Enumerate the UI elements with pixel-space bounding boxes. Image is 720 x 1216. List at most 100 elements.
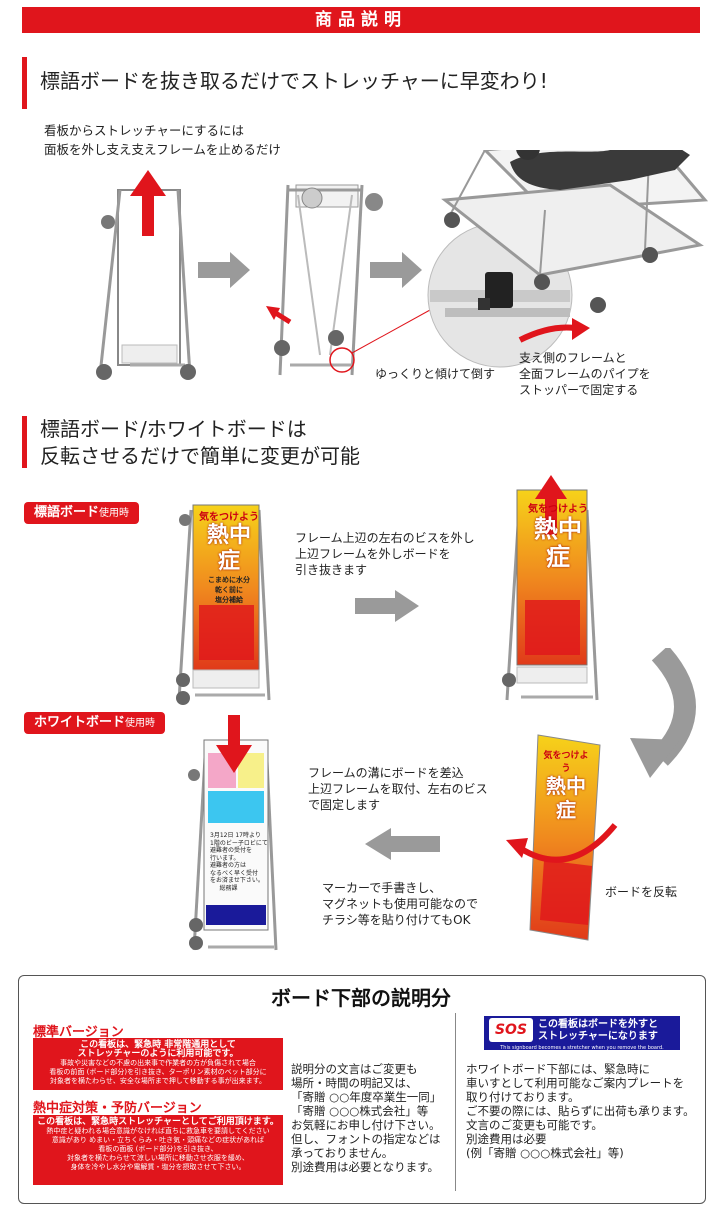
section-banner: 商品説明 (22, 7, 700, 33)
white-board-label: ホワイトボード使用時 (24, 712, 166, 734)
tilt-arrow-icon (266, 306, 292, 325)
note-line: 看板からストレッチャーにするには (44, 123, 245, 138)
gray-arrow-icon (198, 252, 250, 288)
handwriting-line: 総務課 (210, 884, 238, 892)
right-text-line: ホワイトボード下部には、緊急時に (466, 1062, 650, 1076)
tilt-caption: ゆっくりと傾けて倒す (375, 367, 496, 381)
slogan-board-removal (502, 475, 599, 701)
step2-line: フレームの溝にボードを差込 (308, 766, 464, 780)
standard-plate-body: 看板の前面 (ボード部分)を引き抜き、ターポリン素材のベット部分に (49, 1068, 267, 1076)
flipping-board (506, 734, 618, 941)
handwriting-line: 3月12日 17時より (210, 832, 261, 839)
marker-note: マーカーで手書きし、 マグネットも使用可能なので チラシ等を貼り付けてもOK (322, 880, 478, 928)
handwriting-line: 1階のビー子ロビにて (210, 839, 268, 847)
stretcher-conversion-illustration (96, 150, 709, 380)
poster-side-line: 塩分補給 (215, 596, 243, 604)
gray-arrow-icon (370, 252, 422, 288)
down-arrow-icon (216, 715, 252, 773)
standard-plate-body: 対象者を横たわらせ、安全な場所まで押して移動する事が出来ます。 (50, 1077, 266, 1085)
white-board-stand (188, 715, 278, 951)
standard-plate-title: ストレッチャーのように利用可能です。 (77, 1049, 239, 1059)
section2-heading-line: 標語ボード/ホワイトボードは (40, 417, 307, 441)
heading-accent-bar (22, 416, 27, 468)
slogan-board-label: 標語ボード使用時 (24, 502, 140, 524)
heat-plate-body: 看板の面板 (ボード部分)を引き抜き、 (98, 1145, 218, 1153)
standard-plate-body: 事故や災害などの不慮の出来事で作業者の方が負傷されて場合 (60, 1059, 256, 1067)
heading-accent-bar (22, 57, 27, 109)
handwriting-line: 避難者の方は (210, 862, 247, 869)
board-section-title: ボード下部の説明分 (271, 986, 451, 1010)
white-board-label-suffix: 使用時 (125, 718, 156, 729)
marker-line: チラシ等を貼り付けてもOK (322, 913, 471, 927)
step1-line: フレーム上辺の左右のビスを外し (295, 531, 475, 545)
rotate-arrow-icon (630, 648, 696, 778)
curved-arrow-icon (518, 318, 590, 343)
frame-caption-line: 全面フレームのパイプを (519, 367, 651, 381)
heat-plate: この看板は、緊急時ストレッチャーとしてご利用頂けます。 熱中症と疑われる場合意識… (33, 1115, 283, 1185)
right-text-line: 文言のご変更も可能です。 (466, 1118, 603, 1132)
marker-line: マグネットも使用可能なので (322, 897, 479, 911)
poster-side-line: こまめに水分 (208, 576, 250, 584)
poster-text-left: 気をつけよう 熱中症 こまめに水分 乾く前に 塩分補給 (199, 508, 259, 605)
frame-caption-line: 支え側のフレームと (519, 351, 627, 365)
stretcher-with-mannequin (441, 150, 709, 313)
heat-plate-body: 意識があり めまい・立ちくらみ・吐き気・頭痛などの症状があれば (51, 1136, 265, 1144)
poster-text-flip: 気をつけよう 熱中症 (541, 748, 591, 822)
heat-plate-title: この看板は、緊急時ストレッチャーとしてご利用頂けます。 (37, 1117, 279, 1127)
middle-explanation: 説明分の文言はご変更も 場所・時間の明記又は、 「寄贈 ○○年度卒業生一同」 「… (291, 1062, 441, 1174)
middle-text-line: 但し、フォントの指定などは (291, 1132, 441, 1146)
sos-logo: SOS (489, 1018, 533, 1042)
middle-text-line: 「寄贈 ○○○株式会社」等 (291, 1104, 429, 1118)
right-explanation: ホワイトボード下部には、緊急時に 車いすとして利用可能なご案内プレートを 取り付… (466, 1062, 695, 1160)
white-badge-sub: This signboard becomes a stretcher when … (500, 1045, 664, 1051)
step2-instructions: フレームの溝にボードを差込 上辺フレームを取付、左右のビス で固定します (308, 765, 488, 813)
handwriting-line: をお済ませ下さい。 (210, 877, 264, 884)
flip-arrow-icon (506, 823, 618, 863)
vertical-divider (455, 1013, 456, 1191)
right-text-line: ご不要の際には、貼らずに出荷も承ります。 (466, 1104, 695, 1118)
white-badge-line: この看板はボードを外すと (538, 1019, 658, 1030)
right-text-line: 取り付けております。 (466, 1090, 580, 1104)
poster-side-line: 乾く前に (215, 586, 243, 594)
middle-text-line: 別途費用は必要となります。 (291, 1160, 440, 1174)
up-arrow-icon (130, 170, 166, 236)
standard-version-label: 標準バージョン (33, 1025, 124, 1040)
poster-main-text: 熱中症 (206, 523, 251, 574)
right-text-line: (例「寄贈 ○○○株式会社」等) (466, 1146, 624, 1160)
middle-text-line: 説明分の文言はご変更も (291, 1062, 418, 1076)
handwriting-line: 避難者の受付を (210, 847, 253, 854)
middle-text-line: 「寄贈 ○○年度卒業生一同」 (291, 1090, 442, 1104)
heat-plate-body: 身体を冷やし水分や電解質・塩分を摂取させて下さい。 (70, 1163, 246, 1171)
slogan-board-stand (176, 504, 271, 705)
section2-heading: 標語ボード/ホワイトボードは 反転させるだけで簡単に変更が可能 (40, 416, 360, 470)
standard-plate: この看板は、緊急時 非常階通用として ストレッチャーのように利用可能です。 事故… (33, 1038, 283, 1090)
sign-frame-back (274, 184, 383, 376)
right-text-line: 車いすとして利用可能なご案内プレートを (466, 1076, 685, 1090)
up-arrow-icon (535, 475, 567, 535)
middle-text-line: 承っておりません。 (291, 1146, 394, 1160)
step1-line: 上辺フレームを外しボードを (295, 547, 451, 561)
section1-heading: 標語ボードを抜き取るだけでストレッチャーに早変わり! (40, 69, 548, 93)
frame-caption-line: ストッパーで固定する (519, 383, 639, 397)
handwriting-line: 行います。 (210, 854, 240, 862)
heat-plate-body: 対象者を横たわらせて涼しい場所に移動させ衣服を緩め、 (67, 1154, 249, 1162)
note-line: 面板を外し支え支えフレームを止めるだけ (44, 142, 281, 157)
standard-plate-title: この看板は、緊急時 非常階通用として (80, 1040, 236, 1050)
heat-plate-body: 熱中症と疑われる場合意識がなければ直ちに救急車を要請してください (46, 1127, 270, 1135)
step2-line: 上辺フレームを取付、左右のビス (308, 782, 488, 796)
step1-line: 引き抜きます (295, 563, 368, 577)
poster-top-text: 気をつけよう (199, 512, 259, 523)
right-text-line: 別途費用は必要 (466, 1132, 547, 1146)
marker-line: マーカーで手書きし、 (322, 881, 442, 895)
whiteboard-handwriting: 3月12日 17時より 1階のビー子ロビにて 避難者の受付を 行います。 避難者… (210, 832, 270, 892)
step1-instructions: フレーム上辺の左右のビスを外し 上辺フレームを外しボードを 引き抜きます (295, 530, 475, 578)
white-board-label-text: ホワイトボード (34, 715, 126, 730)
heat-version-label: 熱中症対策・予防バージョン (33, 1101, 202, 1116)
middle-text-line: 場所・時間の明記又は、 (291, 1076, 418, 1090)
step2-line: で固定します (308, 798, 381, 812)
poster-top-text: 気をつけよう (528, 504, 588, 515)
poster-top-text: 気をつけよう (543, 751, 589, 774)
poster-main-text: 熱中症 (546, 774, 586, 822)
white-badge-line: ストレッチャーになります (538, 1031, 658, 1042)
section1-note: 看板からストレッチャーにするには 面板を外し支え支えフレームを止めるだけ (44, 121, 281, 159)
